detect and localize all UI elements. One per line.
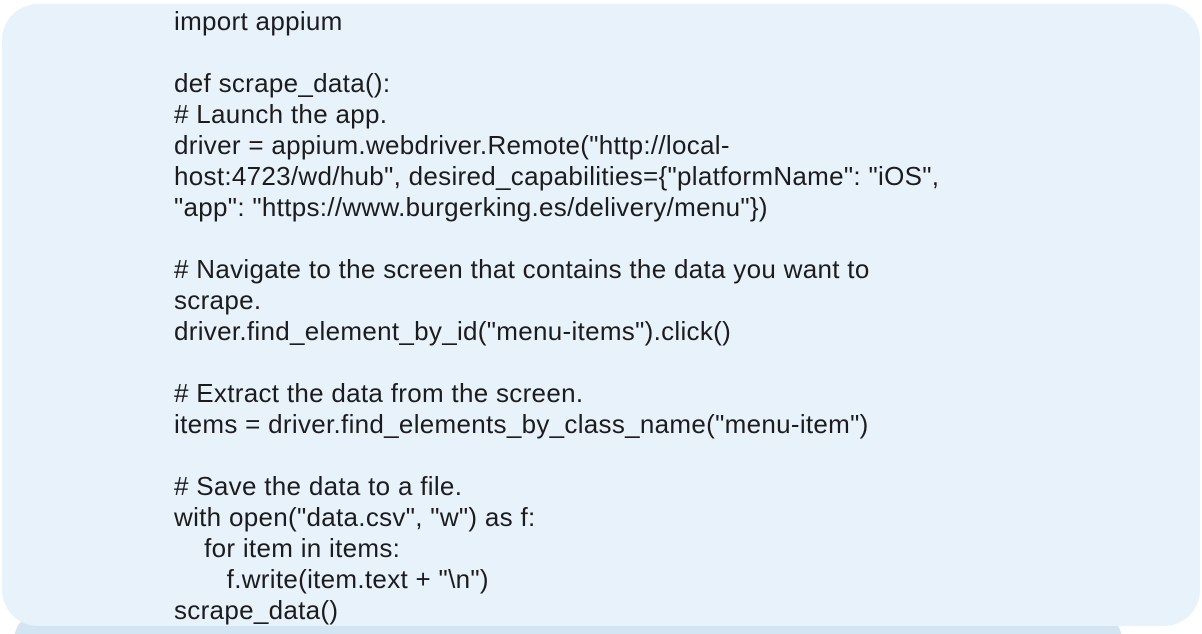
code-line: def scrape_data(): <box>174 68 391 98</box>
code-line: # Navigate to the screen that contains t… <box>174 254 870 284</box>
code-line: scrape. <box>174 285 262 315</box>
code-line: # Launch the app. <box>174 99 388 129</box>
code-line: import appium <box>174 6 343 36</box>
code-line: items = driver.find_elements_by_class_na… <box>174 409 869 439</box>
code-line <box>174 440 1190 471</box>
code-block: import appium def scrape_data():# Launch… <box>174 6 1190 626</box>
code-line: # Save the data to a file. <box>174 471 463 501</box>
code-line <box>174 223 1190 254</box>
code-line: scrape_data() <box>174 595 339 625</box>
code-line: driver.find_element_by_id("menu-items").… <box>174 316 732 346</box>
code-line: driver = appium.webdriver.Remote("http:/… <box>174 130 730 160</box>
code-line: for item in items: <box>174 533 401 563</box>
code-card: import appium def scrape_data():# Launch… <box>2 4 1200 626</box>
code-line <box>174 37 1190 68</box>
code-line: f.write(item.text + "\n") <box>174 564 489 594</box>
code-line: with open("data.csv", "w") as f: <box>174 502 536 532</box>
code-line: # Extract the data from the screen. <box>174 378 584 408</box>
code-line: host:4723/wd/hub", desired_capabilities=… <box>174 161 940 191</box>
code-line: "app": "https://www.burgerking.es/delive… <box>174 192 768 222</box>
code-line <box>174 347 1190 378</box>
